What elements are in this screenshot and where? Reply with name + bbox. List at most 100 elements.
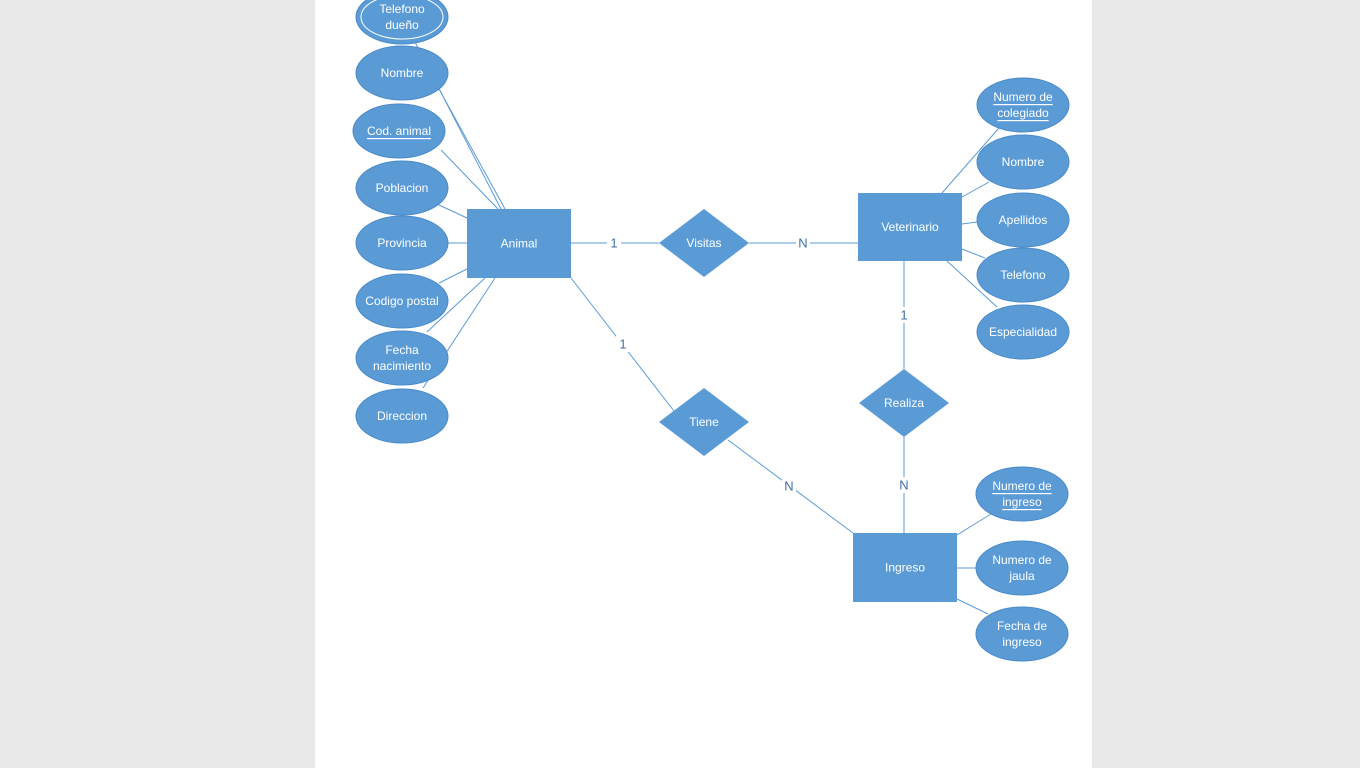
cardinality-bg-tiene-ingreso <box>782 478 796 494</box>
attribute-line-fecha-ingreso <box>956 598 989 615</box>
relationship-realiza[interactable]: Realiza <box>859 369 949 437</box>
attribute-telefono-vet[interactable]: Telefono <box>976 247 1070 303</box>
attribute-direccion[interactable]: Direccion <box>355 388 449 444</box>
cardinality-bg-animal-tiene <box>616 336 630 352</box>
entity-box-animal <box>467 209 571 278</box>
entity-ingreso[interactable]: Ingreso <box>853 533 957 602</box>
attribute-label-numero-jaula: jaula <box>1008 569 1035 583</box>
cardinality-bg-animal-visitas <box>607 235 621 251</box>
attribute-label-telefono-dueno: Telefono <box>379 2 425 16</box>
attribute-line-cod-animal <box>440 149 499 210</box>
attribute-inner-ellipse-telefono-dueno <box>360 0 444 40</box>
relationship-diamond-visitas <box>659 209 749 277</box>
attribute-lines <box>414 41 1000 615</box>
attribute-label-fecha-ingreso: Fecha de <box>997 619 1047 633</box>
attribute-ellipse-telefono-dueno <box>355 0 449 45</box>
attribute-numero-ingreso[interactable]: Numero de ingreso <box>975 466 1069 522</box>
attribute-line-apellidos <box>961 221 978 225</box>
attribute-label-numero-colegiado: colegiado <box>997 106 1049 120</box>
attribute-provincia[interactable]: Provincia <box>355 215 449 271</box>
entity-animal[interactable]: Animal <box>467 209 571 278</box>
attribute-ellipse-numero-colegiado <box>976 77 1070 133</box>
entity-label-ingreso: Ingreso <box>885 561 925 575</box>
cardinality-bg-veterinario-realiza <box>897 307 911 323</box>
attribute-ellipse-fecha-ingreso <box>975 606 1069 662</box>
attribute-line-nombre-animal <box>438 88 506 210</box>
attribute-ellipse-especialidad <box>976 304 1070 360</box>
relationship-visitas[interactable]: Visitas <box>659 209 749 277</box>
attribute-line-fecha-nacimiento <box>426 277 486 333</box>
relationship-diamond-tiene <box>659 388 749 456</box>
attribute-fecha-ingreso[interactable]: Fecha de ingreso <box>975 606 1069 662</box>
relationship-diamond-realiza <box>859 369 949 437</box>
attribute-label-especialidad: Especialidad <box>989 325 1057 339</box>
relationship-label-tiene: Tiene <box>689 415 719 429</box>
attribute-fecha-nacimiento[interactable]: Fecha nacimiento <box>355 330 449 386</box>
attribute-line-codigo-postal <box>438 268 468 284</box>
attribute-label-direccion: Direccion <box>377 409 427 423</box>
relationship-tiene[interactable]: Tiene <box>659 388 749 456</box>
cardinality-bg-realiza-ingreso <box>897 477 911 493</box>
relationship-label-realiza: Realiza <box>884 396 924 410</box>
attribute-line-poblacion <box>438 204 468 219</box>
attribute-label-numero-ingreso: Numero de <box>992 479 1052 493</box>
cardinality-tiene-ingreso: N <box>784 479 793 494</box>
attribute-label-fecha-nacimiento: Fecha <box>385 343 419 357</box>
attribute-ellipse-apellidos <box>976 192 1070 248</box>
attribute-ellipse-codigo-postal <box>355 273 449 329</box>
cardinality-visitas-veterinario: N <box>798 236 807 251</box>
attribute-label-numero-ingreso: ingreso <box>1002 495 1042 509</box>
attribute-ellipse-numero-ingreso <box>975 466 1069 522</box>
attribute-especialidad[interactable]: Especialidad <box>976 304 1070 360</box>
attribute-codigo-postal[interactable]: Codigo postal <box>355 273 449 329</box>
attribute-ellipse-nombre-vet <box>976 134 1070 190</box>
attribute-ellipse-poblacion <box>355 160 449 216</box>
attribute-label-nombre-vet: Nombre <box>1002 155 1045 169</box>
entity-label-animal: Animal <box>501 237 538 251</box>
attribute-ellipse-direccion <box>355 388 449 444</box>
attribute-label-fecha-nacimiento: nacimiento <box>373 359 431 373</box>
attribute-label-numero-colegiado: Numero de <box>993 90 1053 104</box>
attribute-nombre-vet[interactable]: Nombre <box>976 134 1070 190</box>
attribute-poblacion[interactable]: Poblacion <box>355 160 449 216</box>
attribute-ellipse-numero-jaula <box>975 540 1069 596</box>
attribute-line-numero-ingreso <box>956 513 992 536</box>
cardinality-realiza-ingreso: N <box>899 478 908 493</box>
attribute-label-apellidos: Apellidos <box>999 213 1048 227</box>
attribute-label-codigo-postal: Codigo postal <box>365 294 438 308</box>
attribute-telefono-dueno[interactable]: Telefono dueño <box>355 0 449 45</box>
attribute-ellipse-cod-animal <box>352 103 446 159</box>
cardinality-veterinario-realiza: 1 <box>900 308 907 323</box>
attribute-label-poblacion: Poblacion <box>376 181 429 195</box>
attribute-line-nombre-vet <box>961 181 990 198</box>
cardinality-bg-visitas-veterinario <box>796 235 810 251</box>
attribute-apellidos[interactable]: Apellidos <box>976 192 1070 248</box>
attribute-cod-animal[interactable]: Cod. animal <box>352 103 446 159</box>
attribute-ellipse-nombre-animal <box>355 45 449 101</box>
attribute-line-especialidad <box>946 260 998 308</box>
entity-box-ingreso <box>853 533 957 602</box>
attribute-numero-jaula[interactable]: Numero de jaula <box>975 540 1069 596</box>
cardinality-animal-tiene: 1 <box>619 337 626 352</box>
attribute-ellipse-provincia <box>355 215 449 271</box>
attribute-label-telefono-dueno: dueño <box>385 18 419 32</box>
attribute-label-cod-animal: Cod. animal <box>367 124 431 138</box>
relationship-label-visitas: Visitas <box>686 236 721 250</box>
attribute-line-telefono-vet <box>961 248 986 259</box>
entity-veterinario[interactable]: Veterinario <box>858 193 962 261</box>
attribute-ellipse-fecha-nacimiento <box>355 330 449 386</box>
attribute-label-provincia: Provincia <box>377 236 427 250</box>
attribute-label-telefono-vet: Telefono <box>1000 268 1046 282</box>
cardinality-animal-visitas: 1 <box>610 236 617 251</box>
attribute-line-numero-colegiado <box>941 127 1000 194</box>
attribute-ellipse-telefono-vet <box>976 247 1070 303</box>
attribute-label-nombre-animal: Nombre <box>381 66 424 80</box>
attribute-numero-colegiado[interactable]: Numero de colegiado <box>976 77 1070 133</box>
entity-label-veterinario: Veterinario <box>881 220 939 234</box>
attribute-nombre-animal[interactable]: Nombre <box>355 45 449 101</box>
attribute-label-numero-jaula: Numero de <box>992 553 1052 567</box>
attribute-label-fecha-ingreso: ingreso <box>1002 635 1042 649</box>
